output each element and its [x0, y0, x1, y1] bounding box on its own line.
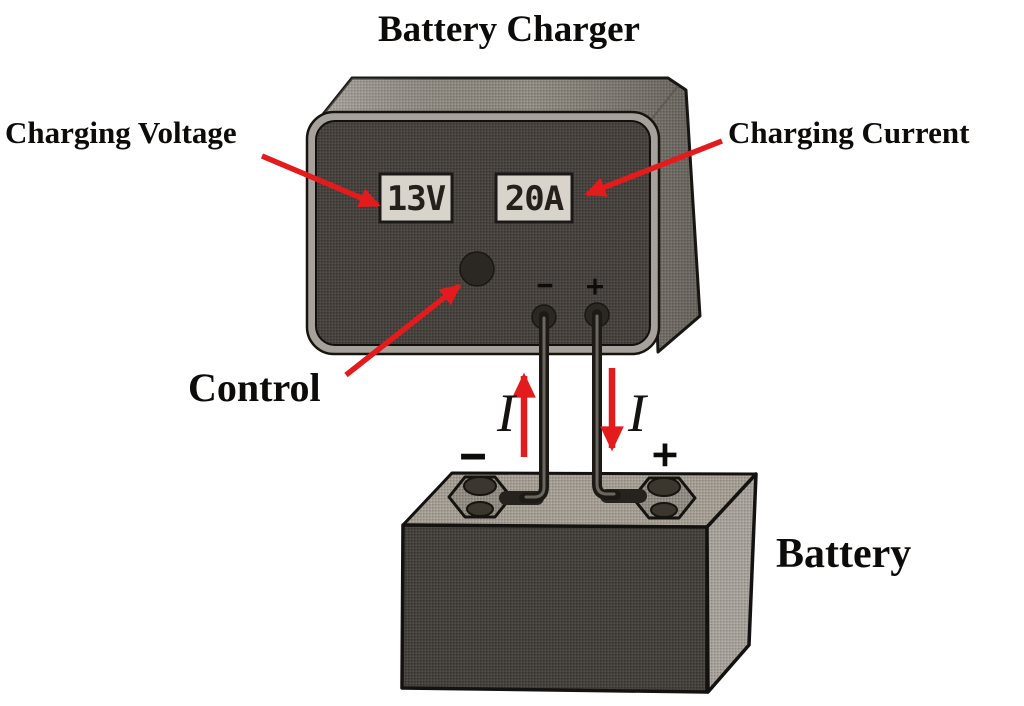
current-display-value: 20A: [505, 179, 564, 219]
charging-voltage-label: Charging Voltage: [5, 115, 237, 150]
charger-positive-mark: +: [586, 268, 604, 304]
battery-unit: [400, 471, 758, 694]
control-label: Control: [188, 365, 321, 410]
charger-unit: 13V 20A − +: [305, 76, 702, 356]
charging-voltage-arrow: [260, 153, 381, 208]
voltage-display: 13V: [378, 172, 454, 224]
voltage-display-bezel: [378, 172, 454, 224]
battery-label: Battery: [776, 531, 911, 577]
battery-negative-mark: −: [460, 431, 486, 482]
negative-cable-highlight: [524, 316, 546, 499]
charging-current-label: Charging Current: [728, 115, 970, 150]
control-knob: [459, 251, 495, 287]
charger-negative-mark: −: [537, 271, 553, 302]
charging-cables: [499, 309, 647, 505]
diagram-title: Battery Charger: [378, 9, 640, 50]
charging-current-arrow: [584, 138, 724, 197]
current-display-bezel: [494, 172, 574, 224]
battery-negative-base: [466, 501, 494, 517]
callout-arrows: [260, 138, 724, 378]
current-display: 20A: [494, 172, 574, 224]
current-direction-indicators: I I: [496, 368, 649, 457]
positive-cable-highlight: [595, 314, 616, 496]
battery-negative-cap: [463, 476, 497, 496]
charger-corner-seam: [650, 85, 679, 121]
control-arrow: [344, 283, 462, 378]
battery-side-face: [705, 472, 758, 694]
battery-positive-mark: +: [652, 429, 678, 480]
battery-negative-terminal: [447, 475, 513, 519]
current-label-left: I: [496, 383, 518, 443]
battery-positive-base: [650, 502, 678, 518]
voltage-display-value: 13V: [387, 179, 446, 219]
battery-front-face: [400, 523, 709, 694]
battery-positive-terminal: [631, 476, 697, 520]
current-label-right: I: [627, 383, 649, 443]
battery-positive-cap: [647, 477, 681, 497]
